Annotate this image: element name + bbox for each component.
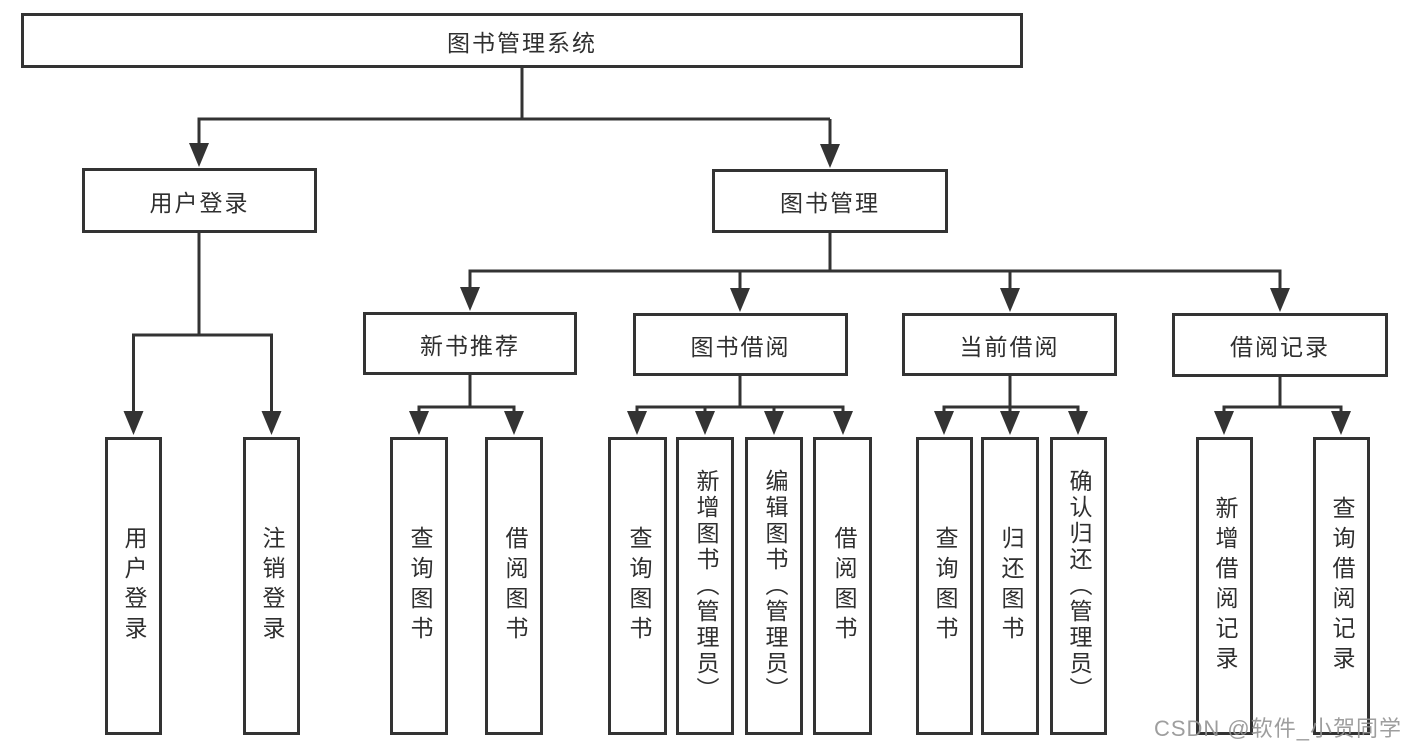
node-user-login: 用户登录 (82, 168, 317, 233)
node-root-system: 图书管理系统 (21, 13, 1023, 68)
node-book-borrow: 图书借阅 (633, 313, 848, 376)
node-leaf-br-add-record: 新增借阅记录 (1196, 437, 1253, 735)
node-book-management: 图书管理 (712, 169, 948, 233)
connector-book-borrow-split (635, 376, 845, 413)
node-new-book-recommend: 新书推荐 (363, 312, 577, 375)
node-leaf-bb-add-books-admin: 新增图书（管理员） (676, 437, 734, 735)
connector-user-login-split (132, 233, 273, 413)
node-leaf-nb-query-books: 查询图书 (390, 437, 448, 735)
csdn-watermark: CSDN @软件_小贺同学 (1153, 716, 1402, 741)
connector-borrow-records-split (1222, 377, 1343, 413)
node-leaf-cb-confirm-return-admin: 确认归还（管理员） (1050, 437, 1107, 735)
node-leaf-bb-borrow-books: 借阅图书 (813, 437, 872, 735)
arrowheads (123, 143, 1351, 435)
node-leaf-bb-edit-books-admin: 编辑图书（管理员） (745, 437, 803, 735)
connector-current-borrow-split (942, 376, 1080, 413)
connector-new-book-split (417, 375, 516, 413)
node-leaf-nb-borrow-books: 借阅图书 (485, 437, 543, 735)
node-leaf-logout: 注销登录 (243, 437, 300, 735)
node-leaf-user-login: 用户登录 (105, 437, 162, 735)
node-leaf-cb-return-books: 归还图书 (981, 437, 1039, 735)
connector-root-to-level1 (197, 68, 832, 146)
node-leaf-br-query-record: 查询借阅记录 (1313, 437, 1370, 735)
node-leaf-bb-query-books: 查询图书 (608, 437, 667, 735)
node-leaf-cb-query-books: 查询图书 (916, 437, 973, 735)
node-borrow-records: 借阅记录 (1172, 313, 1388, 377)
connector-book-mgmt-split (468, 233, 1282, 290)
node-current-borrow: 当前借阅 (902, 313, 1117, 376)
